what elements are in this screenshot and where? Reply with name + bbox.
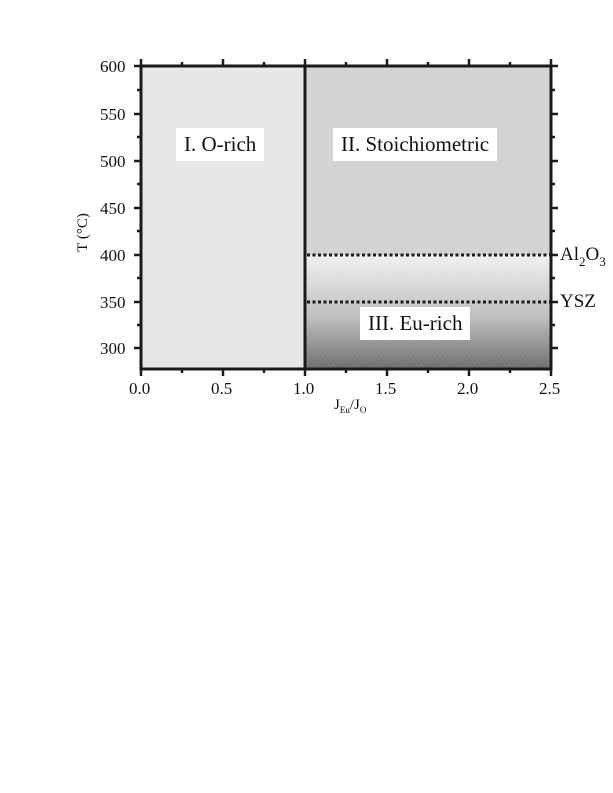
region-label-o-rich: I. O-rich bbox=[176, 128, 265, 161]
y-tick-500: 500 bbox=[100, 152, 126, 171]
x-title-sub-o: O bbox=[359, 405, 367, 415]
x-tick-1.5: 1.5 bbox=[375, 379, 397, 398]
x-title-slash-j: /J bbox=[349, 397, 360, 413]
al2o3-text: Al bbox=[560, 244, 579, 265]
x-tick-2.5: 2.5 bbox=[539, 379, 561, 398]
region-o-rich bbox=[141, 66, 305, 369]
x-tick-0.0: 0.0 bbox=[129, 379, 151, 398]
x-tick-2.0: 2.0 bbox=[457, 379, 479, 398]
x-axis-ticks-top bbox=[139, 59, 553, 66]
x-axis-ticks-bottom bbox=[139, 369, 553, 376]
y-tick-300: 300 bbox=[100, 339, 126, 358]
region-label-eu-rich: III. Eu-rich bbox=[360, 307, 471, 340]
x-tick-0.5: 0.5 bbox=[211, 379, 233, 398]
al2o3-label: Al2O3 bbox=[560, 245, 606, 268]
region-label-stoichiometric: II. Stoichiometric bbox=[333, 128, 498, 161]
x-title-j: J bbox=[334, 397, 340, 413]
y-tick-400: 400 bbox=[100, 246, 126, 265]
y-tick-350: 350 bbox=[100, 293, 126, 312]
al2o3-o: O bbox=[585, 244, 600, 265]
x-axis-title: JEu/JO bbox=[334, 397, 366, 415]
y-axis-title: T (°C) bbox=[74, 213, 91, 252]
y-tick-550: 550 bbox=[100, 105, 126, 124]
y-tick-450: 450 bbox=[100, 199, 126, 218]
ysz-label: YSZ bbox=[560, 291, 596, 312]
x-title-sub-eu: Eu bbox=[339, 405, 350, 415]
al2o3-sub2: 3 bbox=[599, 254, 606, 269]
x-tick-1.0: 1.0 bbox=[293, 379, 315, 398]
y-tick-600: 600 bbox=[100, 57, 126, 76]
al2o3-sub1: 2 bbox=[579, 254, 586, 269]
